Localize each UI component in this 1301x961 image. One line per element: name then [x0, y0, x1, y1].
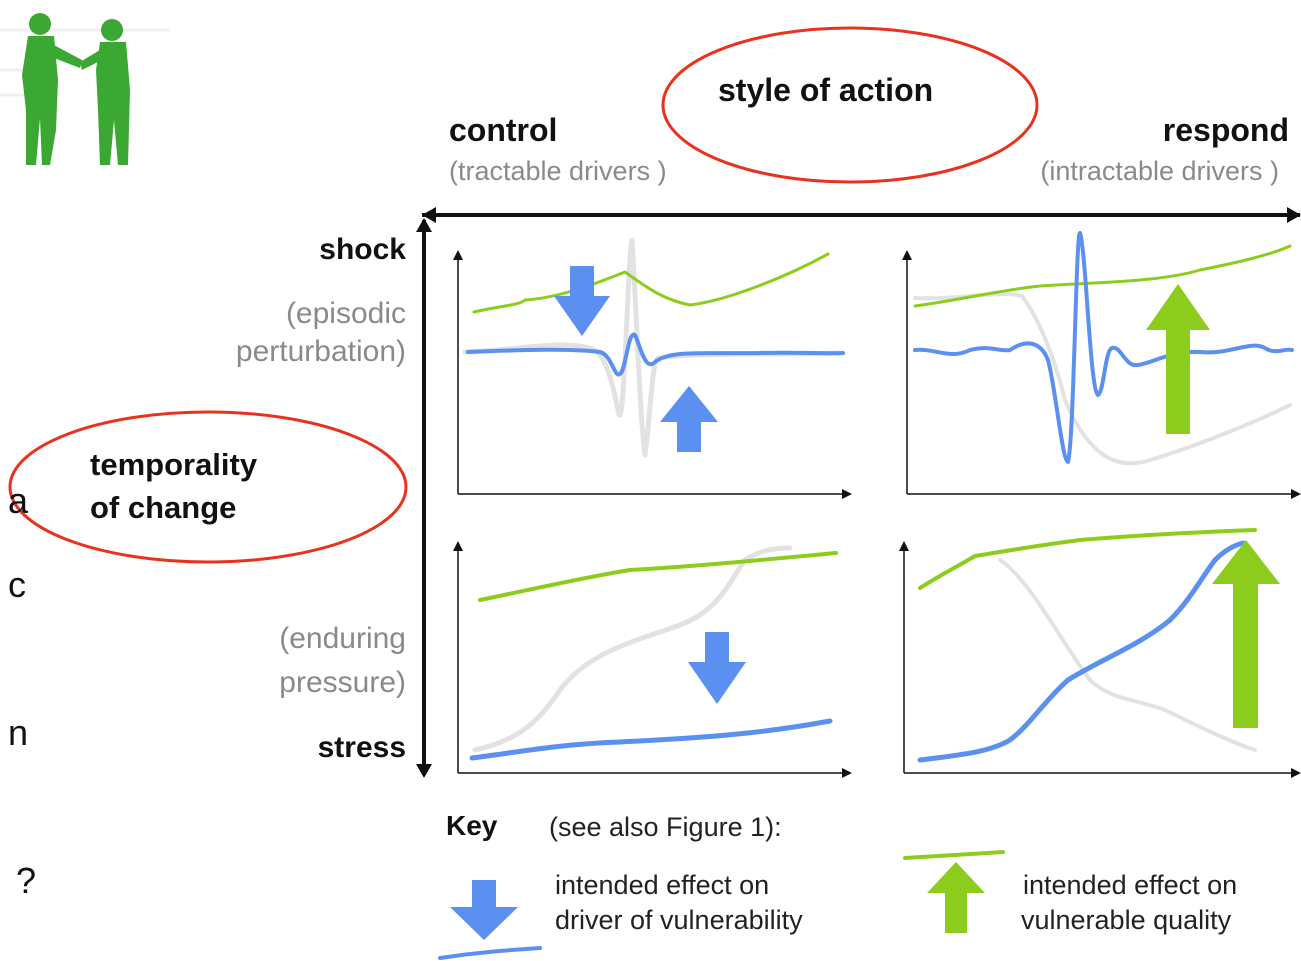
row-sub-stress-line2: pressure) — [279, 666, 406, 699]
row-label-stress: stress — [317, 731, 406, 764]
left-fragment-1: a — [8, 480, 29, 521]
key-quality-icon — [903, 850, 1005, 933]
key-quality-line2: vulnerable quality — [1021, 905, 1232, 935]
key-note: (see also Figure 1): — [549, 812, 782, 842]
diagram-title: style of action — [718, 72, 934, 108]
quality-up-arrow-stress — [1212, 540, 1280, 728]
column-sub-respond: (intractable drivers ) — [1040, 156, 1279, 186]
panel-control-stress — [469, 545, 838, 761]
row-axis-title-line1: temporality — [90, 447, 258, 482]
panel-respond-stress — [917, 528, 1257, 763]
column-label-respond: respond — [1162, 112, 1289, 148]
key-driver-line2: driver of vulnerability — [555, 905, 803, 935]
key-driver-icon — [438, 880, 542, 960]
column-label-control: control — [449, 112, 558, 148]
row-sub-shock-line2: perturbation) — [235, 335, 406, 368]
key-quality-line1: intended effect on — [1023, 870, 1238, 900]
row-axis-highlight-ellipse — [8, 410, 408, 564]
driver-down-arrow — [554, 266, 610, 336]
column-sub-control: (tractable drivers ) — [449, 156, 667, 186]
two-people-handshake-icon — [22, 13, 130, 165]
row-label-shock: shock — [319, 233, 406, 266]
title-highlight-ellipse — [661, 26, 1039, 184]
key-title: Key — [446, 810, 498, 841]
row-axis-title-line2: of change — [90, 490, 237, 525]
driver-up-arrow — [660, 386, 718, 452]
panel-axes — [453, 250, 1301, 778]
left-fragment-2: c — [8, 564, 26, 605]
driver-down-arrow-stress — [688, 632, 746, 704]
left-fragment-3: n — [8, 712, 29, 753]
row-sub-shock-line1: (episodic — [285, 297, 406, 330]
panel-control-shock — [462, 237, 845, 458]
panel-respond-shock — [913, 230, 1294, 466]
row-sub-stress-line1: (enduring — [279, 622, 406, 655]
key-driver-line1: intended effect on — [555, 870, 770, 900]
left-fragment-4: ? — [16, 860, 37, 901]
quality-up-arrow — [1146, 284, 1210, 434]
